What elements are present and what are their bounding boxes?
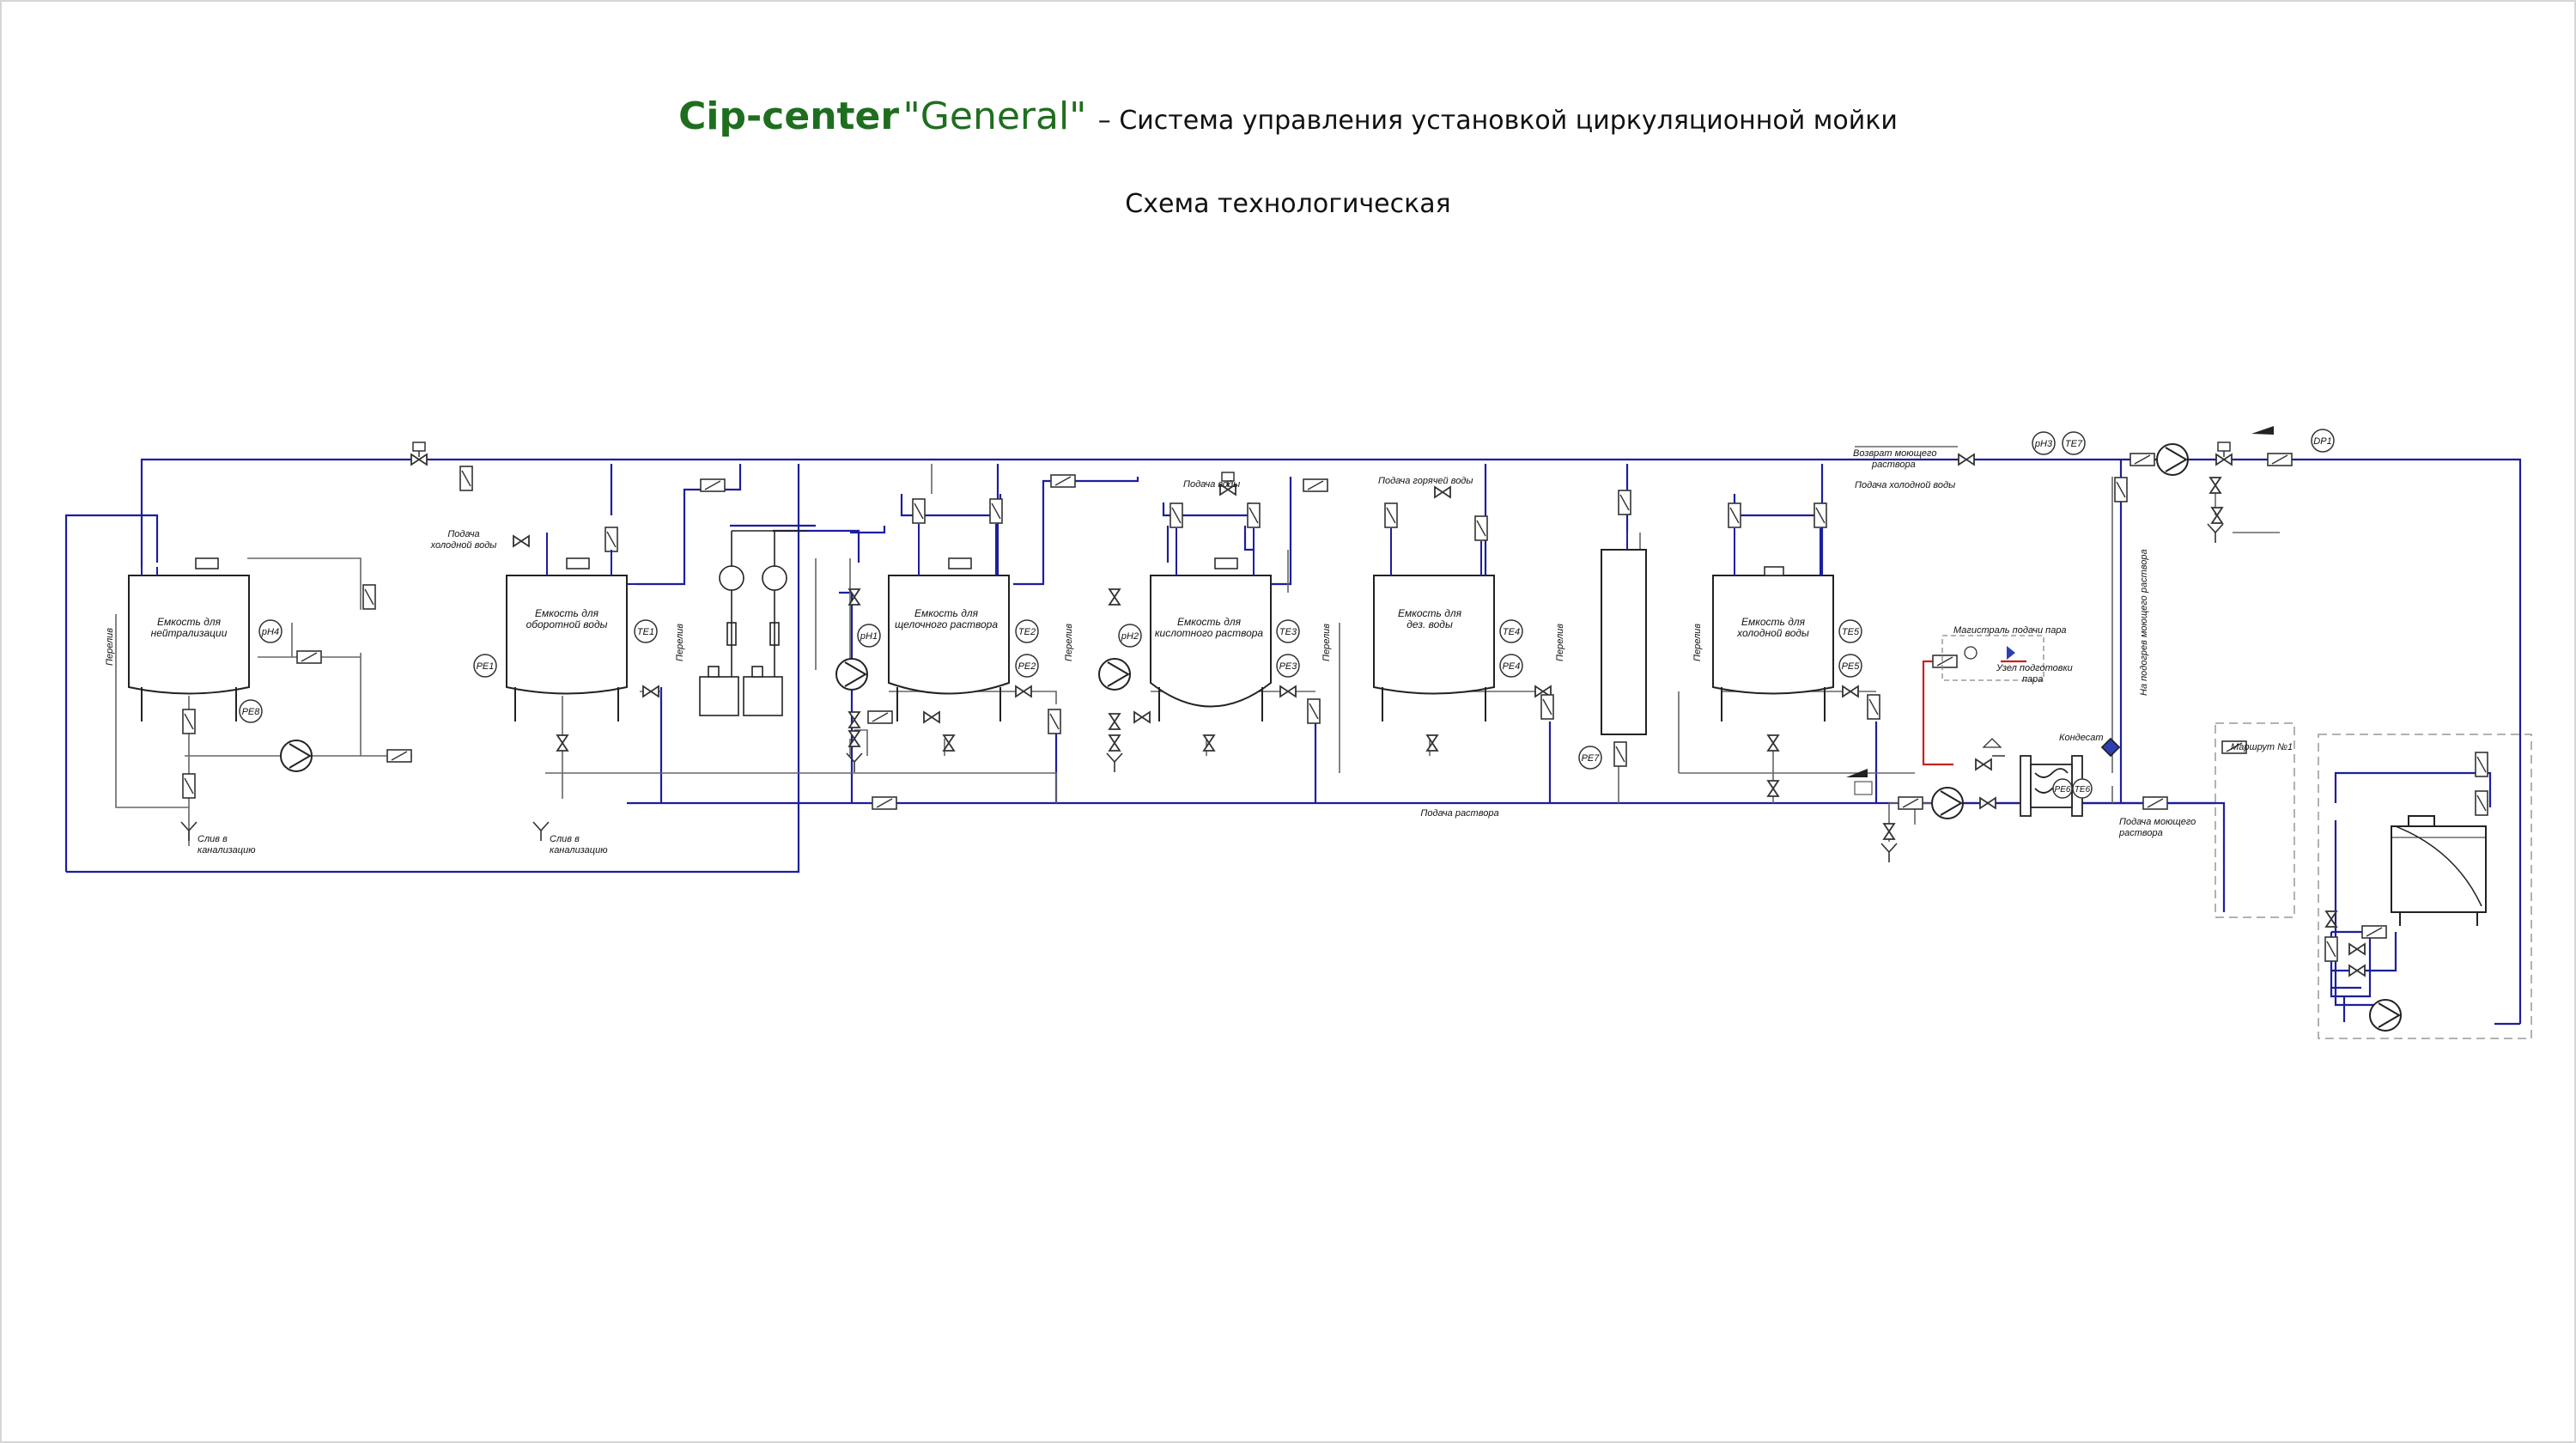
pe2-label: PE2 — [1018, 661, 1036, 672]
drain-label-1: Слив в — [550, 834, 580, 844]
cold-water-supply-label: Подача холодной воды — [1855, 480, 1955, 490]
tank-label-line1: Емкость для — [914, 607, 979, 619]
tank-disinfected-water: Емкость для дез. воды — [1373, 575, 1495, 722]
te7-label: TE7 — [2065, 439, 2083, 449]
tank-label-line1: Емкость для — [157, 616, 222, 628]
te5-label: TE5 — [1842, 627, 1860, 637]
tank-label-line2: кислотного раствора — [1155, 627, 1264, 639]
pe1-label: PE1 — [477, 661, 495, 672]
heating-line-label: На подогрев моющего раствора — [2139, 549, 2149, 696]
column-vessel — [1601, 549, 1647, 735]
te3-label: TE3 — [1279, 627, 1297, 637]
tank-connections — [141, 524, 1821, 585]
te2-label: TE2 — [1018, 627, 1036, 637]
overflow-label: Перелив — [1321, 624, 1332, 661]
tank-label-line2: холодной воды — [1736, 627, 1809, 639]
steam-line — [1922, 660, 2026, 766]
overflow-label: Перелив — [1064, 624, 1074, 661]
tank-recycled-water: Емкость для оборотной воды — [506, 557, 628, 722]
condensate-label: Кондесат — [2059, 733, 2104, 743]
tank-neutralization: Емкость для нейтрализации — [128, 557, 250, 722]
title-product: "General" — [902, 94, 1087, 138]
instrument-labels: pH4 PE8 PE1 TE1 pH1 TE2 PE2 pH2 TE3 PE3 … — [242, 436, 2332, 795]
title-brand: Cip-center — [678, 94, 900, 138]
tank-acid: Емкость для кислотного раствора — [1150, 557, 1272, 722]
wash-supply-label-2: раствора — [2118, 828, 2163, 838]
ph4-label: pH4 — [261, 627, 279, 637]
hot-water-supply-label: Подача горячей воды — [1378, 476, 1473, 486]
steam-main-label: Магистраль подачи пара — [1953, 625, 2067, 636]
instrument-bubbles — [239, 429, 2335, 799]
tank-label-line2: дез. воды — [1406, 618, 1453, 630]
pe5-label: PE5 — [1842, 661, 1861, 672]
dosing-station — [699, 530, 807, 716]
water-supply-label: Подача воды — [1183, 479, 1240, 490]
flow-switches — [182, 441, 2488, 962]
overflow-label: Перелив — [1692, 624, 1703, 661]
overflow-label: Перелив — [105, 628, 115, 666]
tank-label-line2: щелочного раствора — [895, 618, 998, 630]
tank-label-line1: Емкость для — [1398, 607, 1462, 619]
cold-water-label-1: Подача — [447, 529, 479, 539]
scheme-title: Схема технологическая — [1125, 189, 1451, 219]
drain-label-2: канализацию — [197, 845, 255, 855]
drain-label-2: канализацию — [550, 845, 607, 855]
consumer-tank — [2391, 815, 2487, 926]
tank-cold-water: Емкость для холодной воды — [1712, 566, 1834, 722]
annotations: Подача холодной воды Подача воды Подача … — [197, 448, 2293, 855]
title-subtitle: – Система управления установкой циркуляц… — [1097, 106, 1898, 136]
overflow-label: Перелив — [1555, 624, 1565, 661]
pe6-label: PE6 — [2055, 785, 2071, 795]
tank-label-line1: Емкость для — [1177, 616, 1242, 628]
te1-label: TE1 — [637, 627, 654, 637]
heat-exchanger — [2020, 737, 2121, 817]
page-title: Cip-center "General" – Система управлени… — [0, 94, 2576, 138]
pe3-label: PE3 — [1279, 661, 1298, 672]
tank-alkaline: Емкость для щелочного раствора — [888, 557, 1010, 722]
steam-unit-label-2: пара — [2022, 674, 2043, 685]
route-label: Маршрут №1 — [2231, 742, 2293, 752]
pe7-label: PE7 — [1582, 753, 1601, 764]
pe8-label: PE8 — [242, 707, 261, 717]
drain-label-1: Слив в — [197, 834, 228, 844]
te6-label: TE6 — [2075, 785, 2091, 795]
wash-supply-label-1: Подача моющего — [2119, 817, 2196, 827]
pe4-label: PE4 — [1503, 661, 1521, 672]
return-label-2: раствора — [1871, 460, 1916, 470]
steam-unit-label-1: Узел подготовки — [1996, 663, 2073, 673]
overflow-label: Перелив — [675, 624, 685, 661]
ph2-label: pH2 — [1121, 631, 1139, 642]
tank-label-line2: оборотной воды — [526, 618, 608, 630]
tank-label-line1: Емкость для — [1741, 616, 1806, 628]
te4-label: TE4 — [1503, 627, 1520, 637]
solution-supply-label: Подача раствора — [1420, 808, 1498, 819]
dp1-label: DP1 — [2313, 436, 2331, 447]
tank-label-line2: нейтрализации — [151, 627, 228, 639]
tank-label-line1: Емкость для — [535, 607, 599, 619]
return-label-1: Возврат моющего — [1853, 448, 1936, 459]
ph1-label: pH1 — [860, 631, 878, 642]
steam-unit — [1846, 426, 2274, 795]
cold-water-label-2: холодной воды — [430, 540, 497, 551]
route-area — [2215, 722, 2532, 1039]
overflow-labels: Перелив Перелив Перелив Перелив Перелив … — [105, 624, 1703, 666]
ph3-label: pH3 — [2034, 439, 2053, 449]
